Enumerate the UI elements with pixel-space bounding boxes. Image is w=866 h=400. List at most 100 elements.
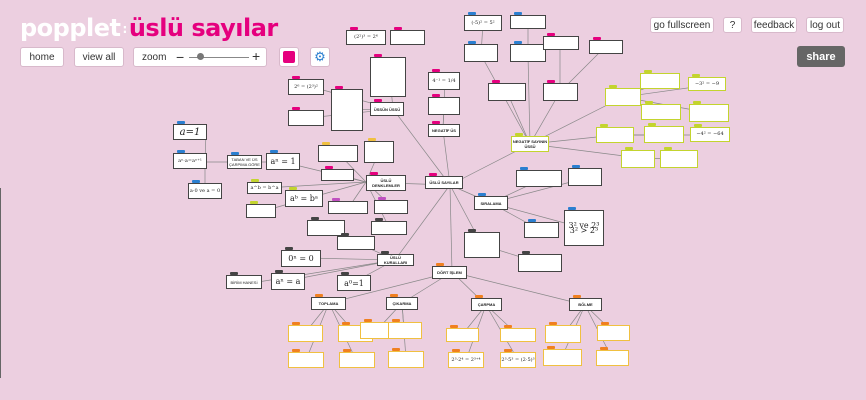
- view-all-button[interactable]: view all: [74, 47, 124, 67]
- mindmap-node[interactable]: [331, 86, 363, 131]
- mindmap-node[interactable]: ÜSLÜ DENKLEMLER: [366, 172, 406, 191]
- mindmap-node[interactable]: [605, 85, 641, 106]
- mindmap-node[interactable]: a^b = b^a: [247, 179, 282, 194]
- mindmap-node[interactable]: BÖLME: [569, 295, 602, 311]
- mindmap-node[interactable]: [524, 219, 559, 238]
- mindmap-node[interactable]: 2³·2⁴ = 2³⁺⁴: [448, 349, 484, 368]
- mindmap-node[interactable]: [288, 322, 323, 342]
- mindmap-node[interactable]: ÇIKARMA: [386, 294, 418, 310]
- mindmap-node[interactable]: [589, 37, 623, 54]
- zoom-slider-track[interactable]: [189, 57, 249, 58]
- mindmap-node[interactable]: [596, 124, 634, 143]
- mindmap-node[interactable]: [644, 123, 684, 143]
- home-button[interactable]: home: [20, 47, 64, 67]
- mindmap-node[interactable]: NEGATİF SAYININ ÜSSÜ: [511, 133, 549, 152]
- mindmap-node[interactable]: [328, 198, 368, 214]
- mindmap-node[interactable]: [371, 218, 407, 235]
- zoom-control: zoom − +: [133, 47, 267, 67]
- vertical-scrollbar[interactable]: [0, 188, 1, 378]
- mindmap-node[interactable]: [370, 54, 406, 97]
- mindmap-node[interactable]: (-5)² = 5²: [464, 12, 502, 31]
- mindmap-node[interactable]: TABAN VE ÜS ÇARPIMA GÖRE: [227, 152, 262, 169]
- mindmap-node[interactable]: [516, 167, 562, 187]
- mindmap-node[interactable]: [428, 94, 460, 115]
- mindmap-node[interactable]: [388, 319, 422, 339]
- node-line: 3² ve 2³: [568, 221, 600, 230]
- mindmap-node[interactable]: a=1: [173, 121, 207, 140]
- logout-button[interactable]: log out: [806, 17, 844, 33]
- mindmap-node[interactable]: TOPLAMA: [311, 294, 346, 310]
- app-logo[interactable]: popplet:üslü sayılar: [20, 14, 278, 42]
- mindmap-node[interactable]: [641, 101, 681, 120]
- mindmap-node[interactable]: [337, 233, 375, 250]
- mindmap-node[interactable]: ÜSSÜN ÜSSÜ: [370, 99, 404, 116]
- color-swatch-fill: [283, 51, 295, 63]
- mindmap-node[interactable]: [488, 80, 526, 101]
- mindmap-node[interactable]: [288, 349, 324, 368]
- mindmap-node[interactable]: 4⁻¹ = 1/4: [428, 69, 460, 90]
- mindmap-node[interactable]: a⁰=1: [337, 272, 371, 291]
- mindmap-node[interactable]: SIRALAMA: [474, 193, 508, 210]
- mindmap-node[interactable]: [374, 197, 408, 214]
- mindmap-node[interactable]: [446, 325, 479, 342]
- mindmap-node[interactable]: [388, 348, 424, 368]
- popplet-title: üslü sayılar: [128, 14, 278, 42]
- mindmap-node[interactable]: [543, 33, 579, 50]
- mindmap-node[interactable]: [321, 166, 354, 181]
- mindmap-node[interactable]: [568, 165, 602, 186]
- mindmap-node[interactable]: a·0 ve a = 0: [188, 180, 222, 199]
- mindmap-node[interactable]: [510, 12, 546, 29]
- mindmap-node[interactable]: [545, 322, 581, 343]
- mindmap-node[interactable]: 2⁶ = (2³)²: [288, 76, 324, 95]
- mindmap-node[interactable]: 2³·5³ = (2·5)³: [500, 349, 536, 368]
- mindmap-node[interactable]: [596, 347, 629, 366]
- mindmap-node[interactable]: [246, 201, 276, 218]
- mindmap-node[interactable]: [689, 101, 729, 122]
- feedback-button[interactable]: feedback: [751, 17, 797, 33]
- mindmap-node[interactable]: DÖRT İŞLEM: [432, 263, 467, 279]
- mindmap-node[interactable]: [543, 80, 578, 101]
- mindmap-node[interactable]: [597, 322, 630, 341]
- mindmap-node[interactable]: ÜSLÜ KURALLARI: [377, 251, 414, 266]
- mindmap-node[interactable]: [518, 251, 562, 272]
- zoom-out-button[interactable]: −: [176, 49, 185, 65]
- mindmap-node[interactable]: −4² = −64: [690, 124, 730, 142]
- mindmap-node[interactable]: [360, 319, 395, 339]
- mindmap-node[interactable]: 0ⁿ = 0: [281, 247, 321, 267]
- mindmap-node[interactable]: −3² = −9: [688, 74, 726, 91]
- mindmap-node[interactable]: [464, 229, 500, 258]
- mindmap-node[interactable]: [288, 107, 324, 126]
- gear-icon[interactable]: ⚙: [310, 47, 330, 67]
- share-button[interactable]: share: [797, 46, 845, 67]
- mindmap-node[interactable]: [640, 70, 680, 89]
- mindmap-node[interactable]: BİRİM HANESİ: [226, 272, 262, 289]
- mindmap-node[interactable]: [543, 346, 582, 366]
- brand-separator: :: [122, 22, 128, 36]
- mindmap-node[interactable]: ÇARPMA: [471, 295, 502, 311]
- brand-name: popplet: [20, 14, 121, 42]
- mindmap-node[interactable]: (2²)³ = 2⁶: [346, 27, 386, 45]
- mindmap-node[interactable]: [660, 147, 698, 168]
- fullscreen-button[interactable]: go fullscreen: [650, 17, 714, 33]
- mindmap-node[interactable]: aᵇ = bᵃ: [285, 187, 323, 207]
- mindmap-node[interactable]: [390, 27, 425, 45]
- mindmap-node[interactable]: aⁿ = a: [271, 270, 305, 290]
- mindmap-node[interactable]: [364, 138, 394, 163]
- mindmap-node[interactable]: ÜSLÜ SAYILAR: [425, 173, 463, 189]
- zoom-in-button[interactable]: +: [252, 48, 261, 64]
- mindmap-node[interactable]: [500, 325, 536, 342]
- mindmap-node[interactable]: [464, 41, 498, 62]
- mindmap-node[interactable]: [339, 349, 375, 368]
- mindmap-node[interactable]: aⁿ = 1: [266, 150, 300, 170]
- color-swatch-icon[interactable]: [279, 47, 299, 67]
- mindmap-node[interactable]: [510, 41, 546, 62]
- mindmap-node[interactable]: NEGATİF ÜS: [428, 121, 460, 137]
- mindmap-node[interactable]: [307, 217, 345, 236]
- mindmap-node[interactable]: [318, 142, 358, 162]
- help-button[interactable]: ?: [723, 17, 742, 33]
- mindmap-node[interactable]: [621, 147, 655, 168]
- zoom-slider-handle[interactable]: [197, 53, 204, 60]
- mindmap-node[interactable]: aⁿ·a=aⁿ⁺¹: [173, 150, 207, 169]
